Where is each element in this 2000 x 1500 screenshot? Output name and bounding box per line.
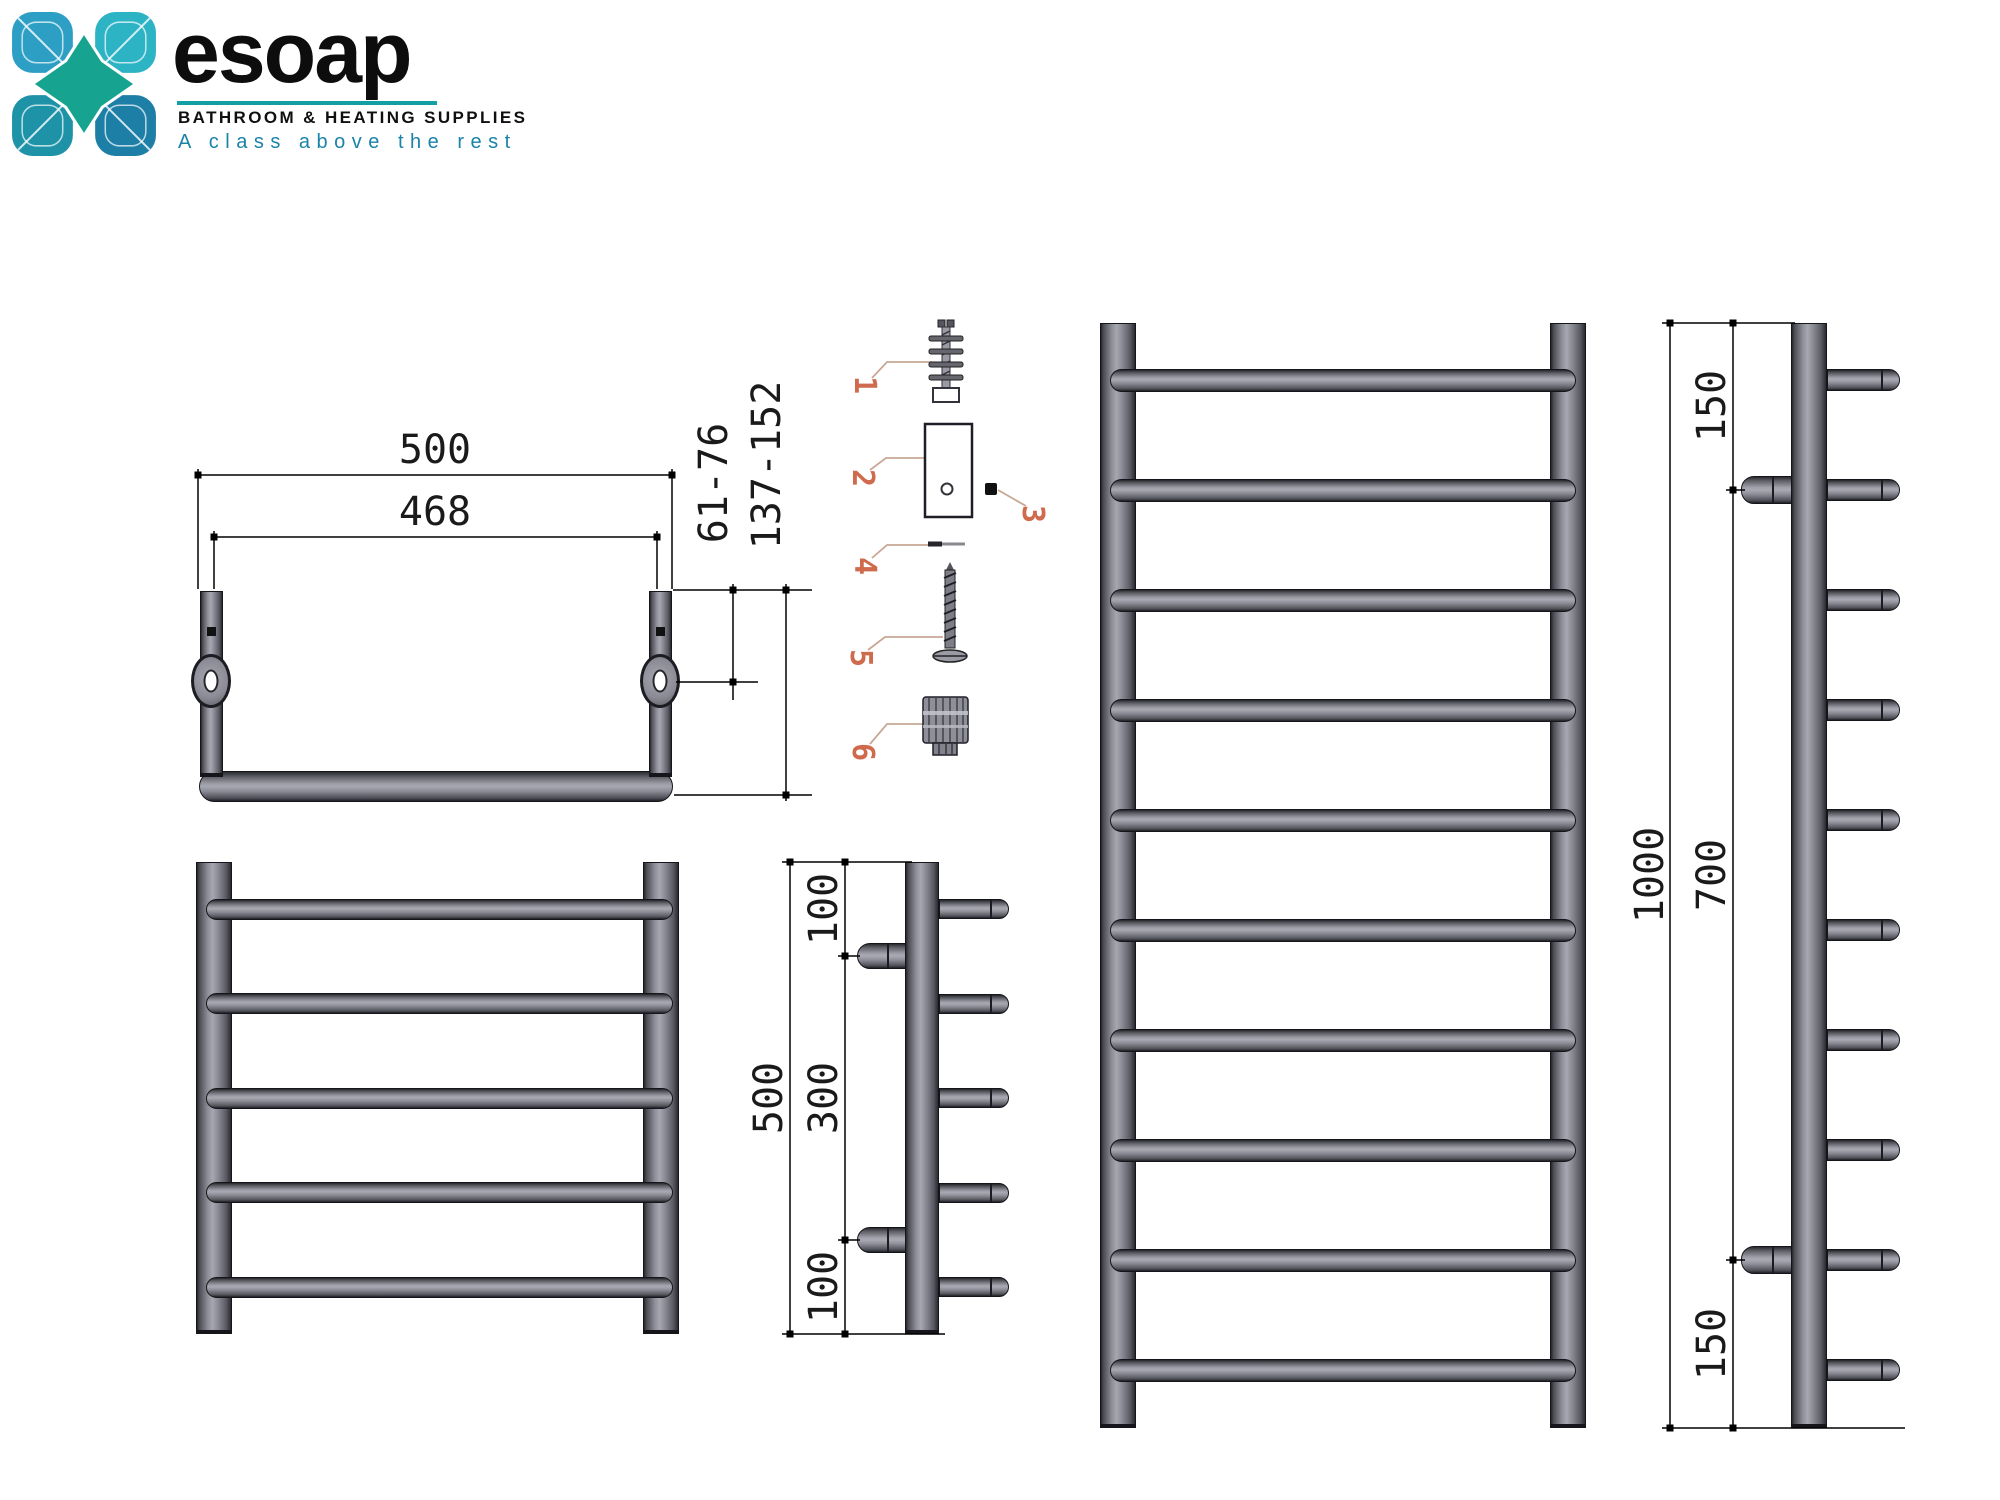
top-view-left-screw-hole [207,627,216,636]
logo-tagline: BATHROOM & HEATING SUPPLIES [178,108,528,127]
wall-plug-icon [928,319,964,403]
large-side-rung-stub [1827,369,1900,391]
large-front-rung [1110,698,1576,722]
small-side-wall-bracket [857,1227,911,1253]
dim-label-large-overall: 1000 [1627,826,1673,924]
large-front-left-post [1100,323,1136,1428]
esoap-logo-icon [12,12,156,156]
part-number-2: 2 [845,468,880,488]
small-front-rung [206,1087,673,1109]
large-front-right-post [1550,323,1586,1428]
brand-underline [177,101,437,105]
knurled-fitting-icon [922,696,969,756]
top-view-right-bracket-ring [640,654,680,708]
large-side-wall-bracket [1741,476,1797,504]
large-side-rung-stub [1827,1249,1900,1271]
large-side-rung-stub [1827,589,1900,611]
top-view-rung-bar [199,771,673,802]
dim-label-small-overall: 500 [746,1061,792,1135]
part-number-1: 1 [847,375,882,395]
large-side-rung-stub [1827,919,1900,941]
part-leader-lines [867,361,1027,745]
small-side-rung-stub [939,1277,1009,1297]
large-front-rung [1110,368,1576,392]
large-front-rung [1110,478,1576,502]
large-front-rung [1110,1248,1576,1272]
small-front-rung [206,1182,673,1203]
dim-label-wall-max: 137-152 [744,380,790,550]
top-view-right-screw-hole [656,627,665,636]
large-front-rung [1110,588,1576,612]
small-side-rung-stub [939,899,1009,919]
small-side-wall-bracket [857,943,911,969]
large-side-post [1791,323,1827,1428]
dim-label-large-top: 150 [1689,369,1735,443]
logo-slogan: A class above the rest [178,131,517,153]
small-side-rung-stub [939,1088,1009,1108]
large-side-rung-stub [1827,1359,1900,1381]
part-number-5: 5 [843,648,878,668]
part-number-4: 4 [847,556,882,576]
small-side-rung-stub [939,1182,1009,1203]
small-front-rung [206,898,673,920]
small-side-post [905,862,939,1334]
large-side-rung-stub [1827,809,1900,831]
large-front-rung [1110,1138,1576,1162]
large-front-rung [1110,1358,1576,1382]
top-view-left-bracket-ring [191,654,231,708]
large-front-rung [1110,1028,1576,1052]
large-front-rung [1110,808,1576,832]
brand-name: esoap [172,5,413,101]
small-front-rung [206,993,673,1014]
small-front-rung [206,1276,673,1298]
screw-icon [932,562,968,663]
large-front-rung [1110,918,1576,942]
dim-label-small-bottom: 100 [801,1250,847,1324]
small-side-rung-stub [939,993,1009,1014]
dim-label-small-middle: 300 [801,1061,847,1135]
dim-label-large-middle: 700 [1689,838,1735,912]
dim-label-small-top: 100 [801,872,847,946]
dim-label-inner-width: 468 [398,489,472,535]
part-number-3: 3 [1015,504,1050,524]
part-number-6: 6 [845,742,880,762]
dim-label-large-bottom: 150 [1689,1307,1735,1381]
large-side-rung-stub [1827,1139,1900,1161]
grub-screw-icon [985,483,997,495]
large-side-rung-stub [1827,479,1900,501]
mounting-plate-icon [923,422,974,519]
dim-label-outer-width: 500 [398,427,472,473]
large-side-rung-stub [1827,699,1900,721]
large-side-wall-bracket [1741,1246,1797,1274]
large-side-rung-stub [1827,1029,1900,1051]
dim-label-wall-min: 61-76 [691,422,737,544]
